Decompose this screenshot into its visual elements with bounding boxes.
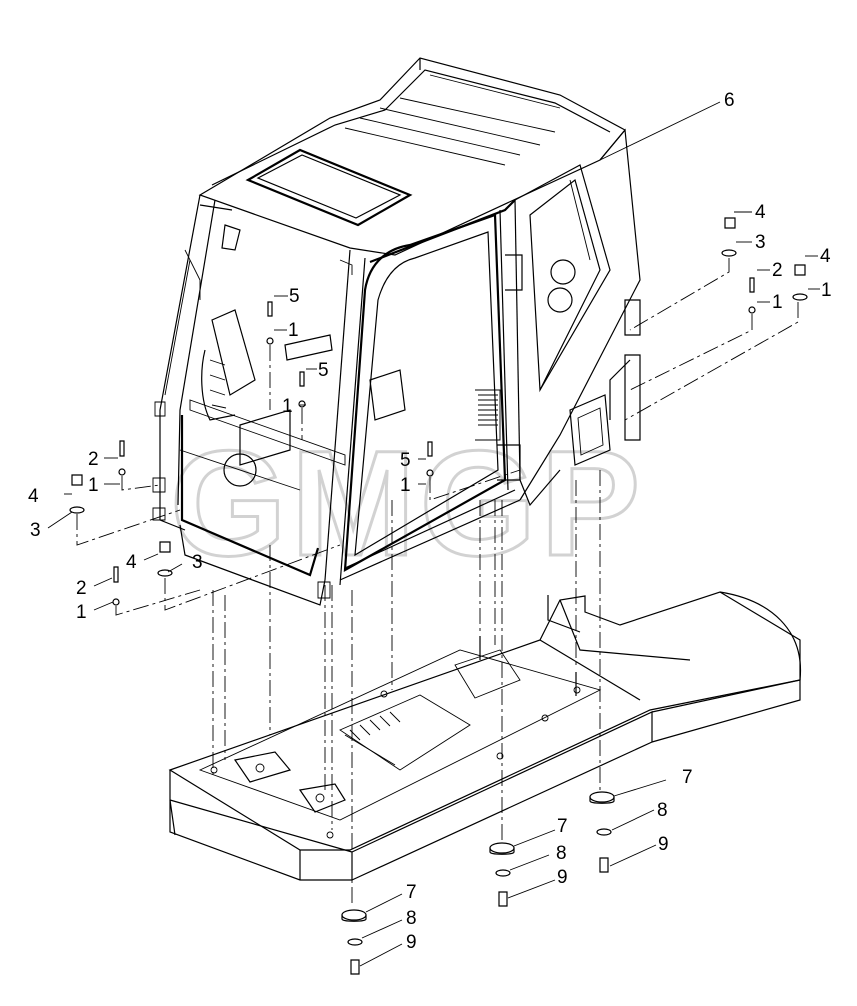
callout-1: 1: [76, 602, 87, 623]
callout-numbers: 6 4 3 2 4 1 1 5 1 5 1 5 1 2 1 4 3 4 3 2 …: [28, 90, 832, 953]
callout-1: 1: [772, 292, 783, 313]
callout-1: 1: [400, 475, 411, 496]
callout-1: 1: [88, 475, 99, 496]
callout-1: 1: [288, 320, 299, 341]
callout-5: 5: [289, 286, 300, 307]
callout-4: 4: [126, 552, 137, 573]
callout-3: 3: [192, 552, 203, 573]
callout-4: 4: [28, 486, 39, 507]
callout-9: 9: [406, 932, 417, 953]
callout-7: 7: [557, 816, 568, 837]
callout-3: 3: [755, 232, 766, 253]
svg-text:GMGP: GMGP: [170, 419, 644, 587]
callout-7: 7: [406, 882, 417, 903]
callout-4: 4: [755, 202, 766, 223]
operator-cab-icon: [152, 57, 641, 606]
callout-9: 9: [658, 834, 669, 855]
callout-3: 3: [30, 520, 41, 541]
upper-frame-icon: [168, 591, 802, 881]
callout-1: 1: [821, 280, 832, 301]
callout-2: 2: [772, 260, 783, 281]
hardware-parts: [69, 217, 808, 975]
callout-4: 4: [820, 246, 831, 267]
leader-lines: [47, 101, 820, 967]
callout-2: 2: [76, 578, 87, 599]
callout-5: 5: [400, 450, 411, 471]
callout-8: 8: [556, 843, 567, 864]
callout-6: 6: [724, 90, 735, 111]
callout-2: 2: [88, 449, 99, 470]
callout-5: 5: [318, 360, 329, 381]
callout-8: 8: [406, 908, 417, 929]
callout-7: 7: [682, 767, 693, 788]
watermark-logo-icon: GMGP: [169, 418, 644, 589]
callout-8: 8: [657, 800, 668, 821]
callout-1: 1: [282, 396, 293, 417]
callout-9: 9: [557, 867, 568, 888]
